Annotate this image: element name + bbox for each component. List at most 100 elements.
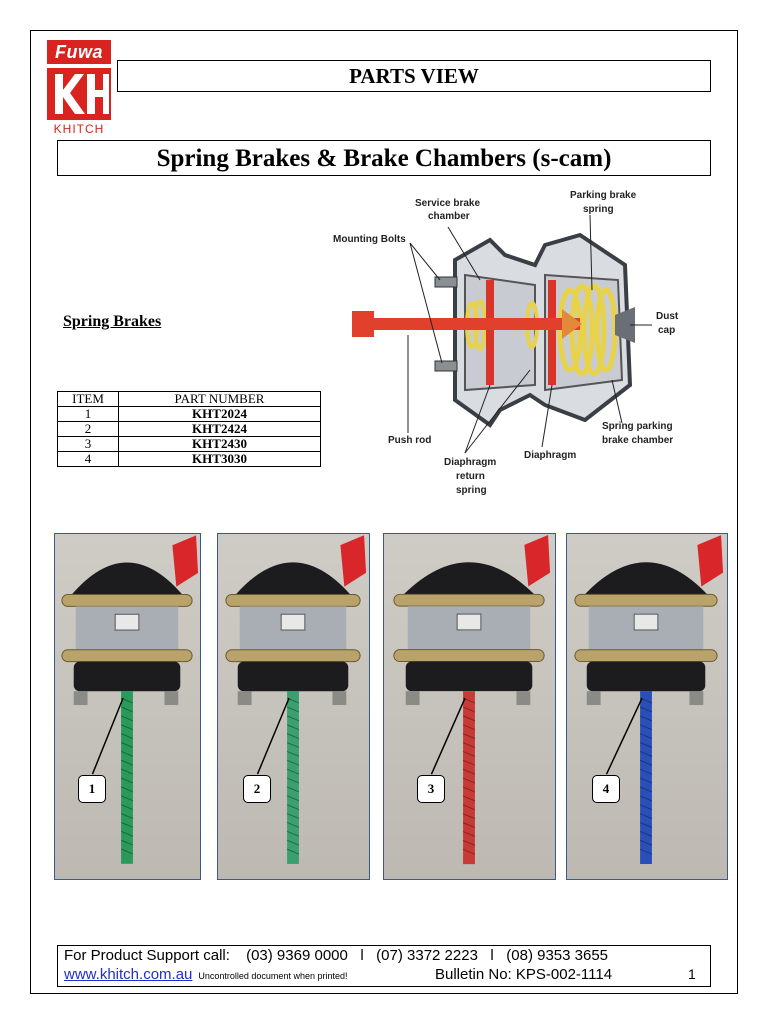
sleeve-mesh: [639, 697, 653, 855]
red-tag: [172, 535, 199, 587]
chamber-dome: [403, 562, 535, 605]
brake-chamber-cutaway-diagram: Service brake chamber Parking brake spri…: [330, 185, 710, 505]
upper-clamp-band: [225, 593, 361, 607]
red-tag: [340, 535, 367, 587]
fuwa-logo-text: Fuwa: [47, 40, 111, 64]
port-fitting-right: [689, 691, 704, 706]
callout-leader: [605, 697, 643, 775]
page-title: Spring Brakes & Brake Chambers (s-cam): [57, 140, 711, 176]
label-spring-parking-2: brake chamber: [602, 435, 673, 446]
port-fitting-right: [164, 691, 179, 706]
table-row: 3 KHT2430: [57, 436, 321, 452]
kh-logo-mark: [47, 68, 111, 120]
part-number-cell: KHT3030: [118, 451, 321, 467]
section-heading: Spring Brakes: [63, 313, 162, 330]
item-cell: 1: [57, 406, 119, 422]
label-plate: [114, 613, 140, 631]
service-diaphragm: [486, 280, 494, 385]
parts-table: ITEM PART NUMBER 1 KHT2024 2 KHT2424 3 K…: [57, 391, 321, 467]
label-push-rod: Push rod: [388, 435, 431, 446]
part-number-cell: KHT2424: [118, 421, 321, 437]
product-photo-4: [566, 533, 728, 880]
item-cell: 3: [57, 436, 119, 452]
upper-clamp-band: [61, 594, 193, 607]
label-parking-spring-2: spring: [583, 204, 614, 215]
page-number: 1: [688, 966, 696, 982]
mounting-bolt-top: [434, 276, 458, 288]
bulletin-number: Bulletin No: KPS-002-1114: [435, 966, 613, 983]
callout-leader: [430, 697, 466, 775]
label-diaphragm-return-1: Diaphragm: [444, 457, 496, 468]
sleeve-mesh: [286, 697, 300, 855]
dust-cap: [615, 307, 635, 343]
upper-clamp-band: [574, 593, 718, 607]
product-photo-1: [54, 533, 201, 880]
push-rod-sleeve: [463, 691, 475, 865]
push-rod: [360, 318, 580, 330]
column-header-part-number: PART NUMBER: [118, 391, 321, 407]
label-plate: [456, 613, 482, 631]
red-tag: [524, 535, 551, 587]
callout-number-2: 2: [243, 775, 271, 803]
parking-diaphragm: [548, 280, 556, 385]
port-fitting-left: [237, 691, 252, 706]
lower-clamp-band: [61, 649, 193, 663]
red-tag: [697, 535, 724, 587]
table-header-row: ITEM PART NUMBER: [57, 391, 321, 407]
label-parking-spring-1: Parking brake: [570, 190, 637, 201]
label-plate: [633, 613, 659, 631]
table-row: 4 KHT3030: [57, 451, 321, 467]
label-diaphragm: Diaphragm: [524, 450, 576, 461]
khitch-logo: Fuwa KHITCH: [47, 40, 111, 136]
port-fitting-right: [516, 691, 531, 706]
push-rod-sleeve: [287, 691, 299, 864]
support-label: For Product Support call:: [64, 947, 230, 964]
khitch-logo-text: KHITCH: [53, 122, 105, 136]
footer: For Product Support call: (03) 9369 0000…: [57, 945, 711, 987]
callout-leader: [91, 697, 124, 775]
push-rod-clevis: [352, 311, 374, 337]
lower-clamp-band: [393, 649, 545, 663]
chamber-dome: [71, 562, 183, 605]
lower-clamp-band: [225, 649, 361, 663]
callout-number-1: 1: [78, 775, 106, 803]
item-cell: 4: [57, 451, 119, 467]
column-header-item: ITEM: [57, 391, 119, 407]
label-diaphragm-return-2: return: [456, 471, 485, 482]
label-spring-parking-1: Spring parking: [602, 421, 673, 432]
page-frame: [30, 30, 738, 994]
part-number-cell: KHT2024: [118, 406, 321, 422]
callout-number-4: 4: [592, 775, 620, 803]
sleeve-mesh: [462, 697, 476, 855]
label-service-chamber-2: chamber: [428, 211, 470, 222]
label-diaphragm-return-3: spring: [456, 485, 487, 496]
uncontrolled-note: Uncontrolled document when printed!: [198, 971, 348, 981]
lower-housing: [586, 661, 706, 692]
label-plate: [280, 613, 306, 631]
table-row: 2 KHT2424: [57, 421, 321, 437]
leader-lines: [407, 214, 652, 454]
parts-view-heading: PARTS VIEW: [117, 60, 711, 92]
label-service-chamber-1: Service brake: [415, 198, 480, 209]
upper-clamp-band: [393, 593, 545, 607]
port-fitting-left: [586, 691, 601, 706]
chamber-dome: [235, 562, 351, 605]
lower-housing: [405, 661, 533, 692]
website-link[interactable]: www.khitch.com.au: [64, 966, 193, 983]
push-rod-sleeve: [640, 691, 652, 865]
footer-bottom-line: www.khitch.com.au Uncontrolled document w…: [64, 966, 704, 984]
part-number-cell: KHT2430: [118, 436, 321, 452]
port-fitting-left: [405, 691, 420, 706]
mounting-bolt-bottom: [434, 360, 458, 372]
product-photo-3: [383, 533, 556, 880]
lower-clamp-band: [574, 649, 718, 663]
lower-housing: [73, 661, 181, 692]
label-dust-cap-1: Dust: [656, 311, 679, 322]
label-mounting-bolts: Mounting Bolts: [333, 234, 406, 245]
push-rod-sleeve: [121, 691, 133, 864]
support-phones: (03) 9369 0000 l (07) 3372 2223 l (08) 9…: [246, 947, 609, 964]
item-cell: 2: [57, 421, 119, 437]
table-row: 1 KHT2024: [57, 406, 321, 422]
port-fitting-right: [332, 691, 347, 706]
chamber-dome: [584, 562, 708, 605]
